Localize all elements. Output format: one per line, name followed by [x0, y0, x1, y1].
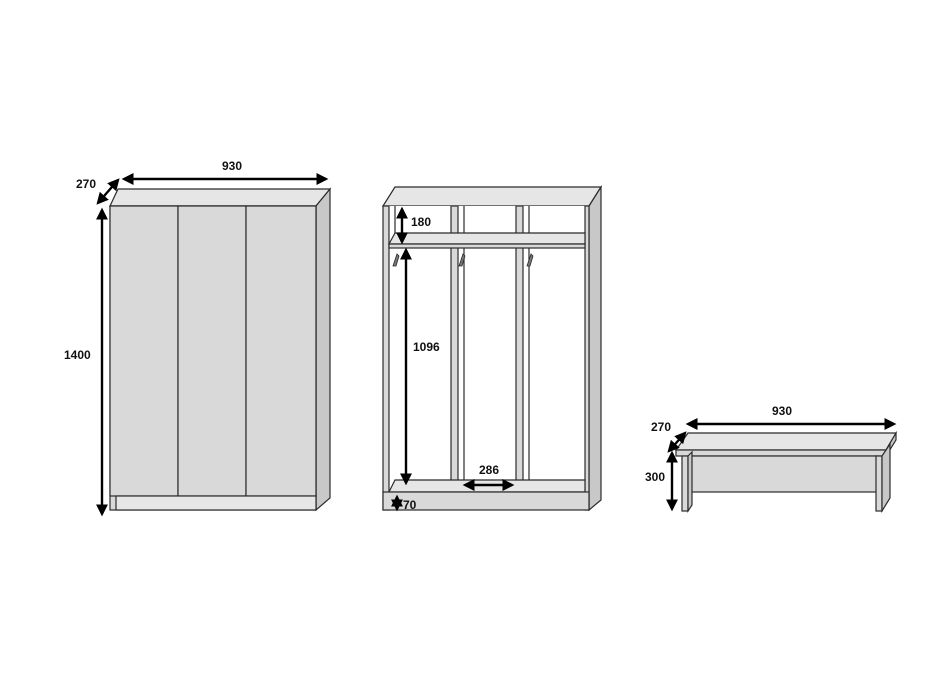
rack-divider: [515, 205, 524, 493]
rack-side-left: [382, 205, 390, 511]
bench-depth-arrow: [667, 431, 687, 453]
bench-leg-right: [875, 455, 883, 512]
rack-side-right: [588, 184, 602, 512]
rack-plinth-height-label: 70: [403, 498, 417, 512]
coat-hook-icon: [458, 253, 466, 267]
wardrobe-door-left: [109, 205, 179, 497]
bench-depth-label: 270: [651, 420, 671, 434]
bench-leg-left: [681, 455, 689, 512]
rack-divider: [450, 205, 459, 493]
wardrobe: 930 270 1400: [64, 159, 332, 517]
wardrobe-depth-arrow: [96, 178, 120, 205]
wardrobe-top: [109, 188, 332, 207]
rack-top: [381, 186, 603, 207]
coat-hook-icon: [392, 253, 400, 267]
coat-hook-icon: [526, 253, 534, 267]
bench-seat-top: [674, 432, 898, 451]
wardrobe-depth-label: 270: [76, 177, 96, 191]
rack-shelf: [387, 232, 586, 245]
rack-plinth: [382, 491, 590, 511]
hallway-rack: 180 1096 286 70: [381, 184, 603, 512]
rack-section-width-label: 286: [479, 463, 499, 477]
bench-apron: [687, 455, 879, 493]
wardrobe-width-label: 930: [222, 159, 242, 173]
wardrobe-plinth: [115, 495, 317, 511]
bench-width-label: 930: [772, 404, 792, 418]
wardrobe-door-right: [245, 205, 317, 497]
bench-height-label: 300: [645, 470, 665, 484]
rack-shelf-height-label: 180: [411, 215, 431, 229]
bench: 930 270 300: [645, 404, 898, 514]
wardrobe-height-label: 1400: [64, 348, 91, 362]
rack-hanging-height-label: 1096: [413, 340, 440, 354]
wardrobe-side: [315, 187, 331, 512]
wardrobe-door-middle: [177, 205, 247, 497]
bench-seat-front: [675, 449, 887, 457]
